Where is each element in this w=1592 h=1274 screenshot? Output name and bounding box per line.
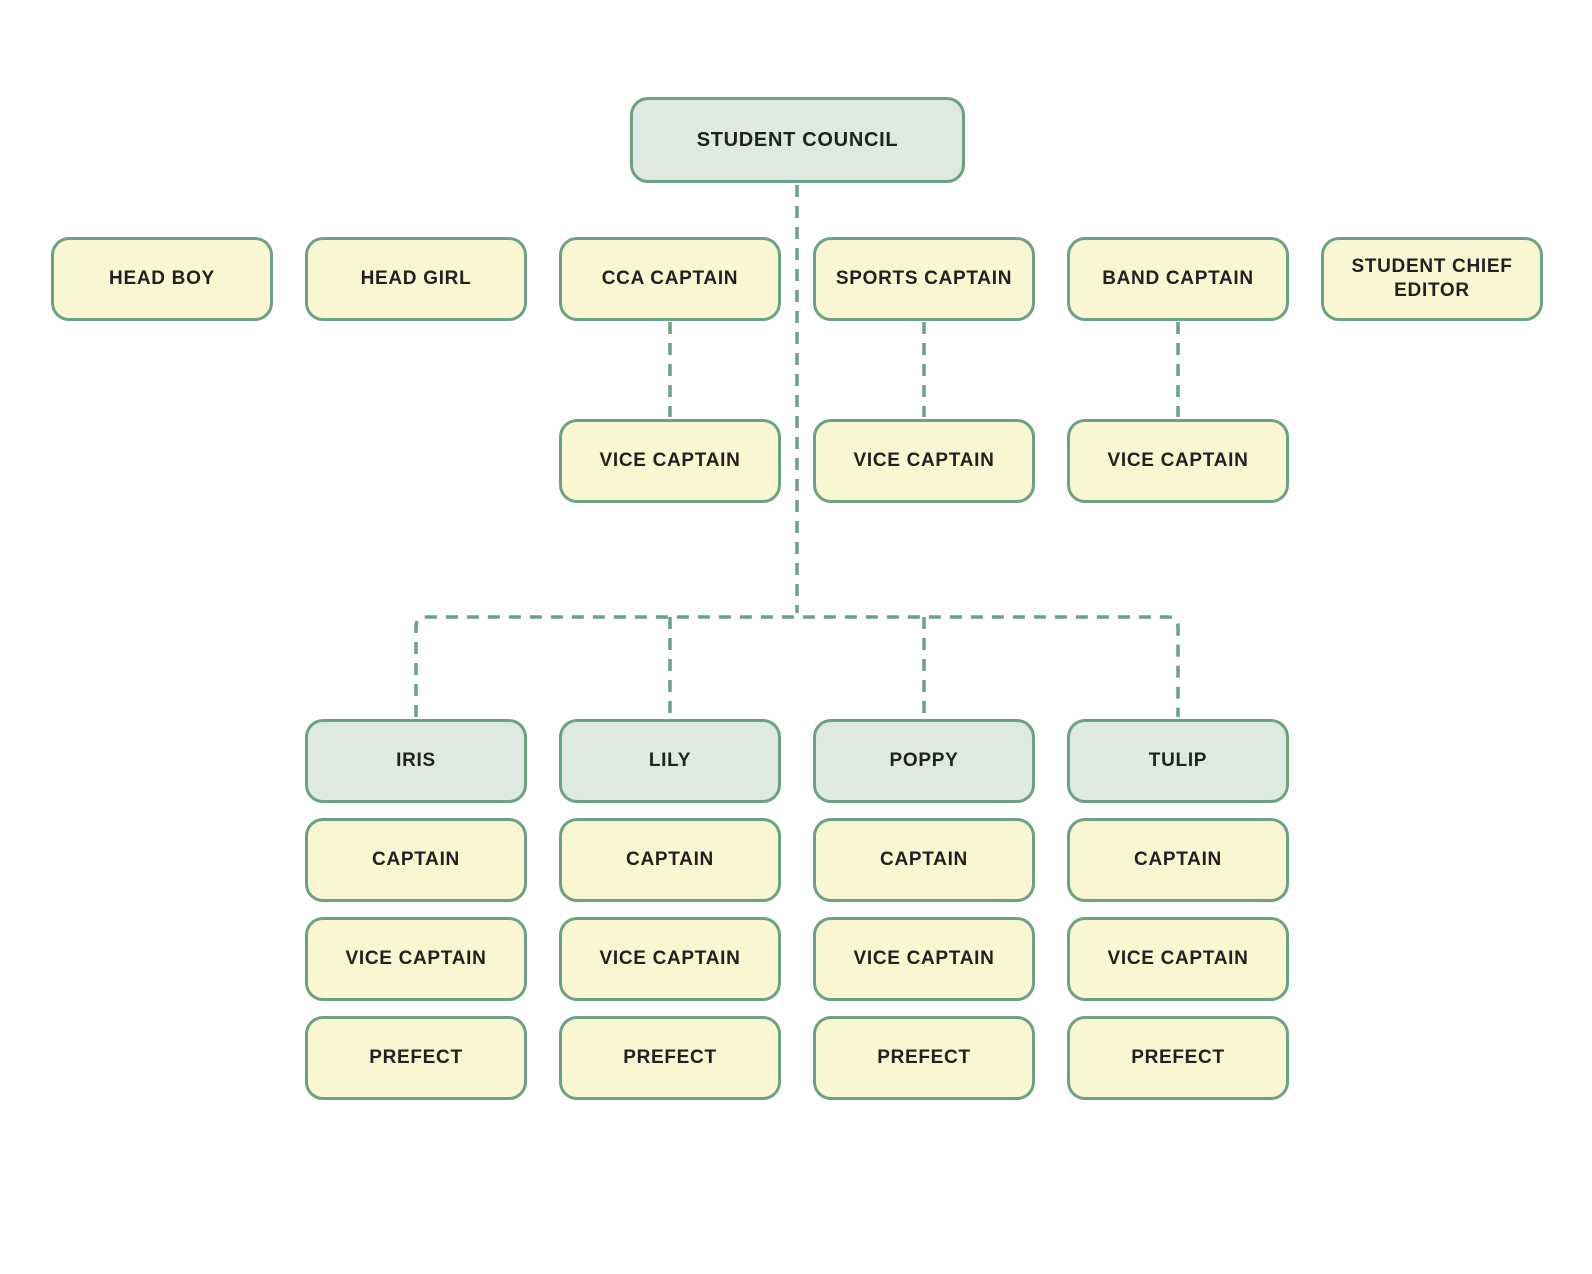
node-lily-vice-captain: VICE CAPTAIN [559,917,781,1001]
node-iris-vice-captain: VICE CAPTAIN [305,917,527,1001]
node-tulip-vice-captain: VICE CAPTAIN [1067,917,1289,1001]
node-house-poppy: POPPY [813,719,1035,803]
node-house-tulip: TULIP [1067,719,1289,803]
node-tulip-prefect: PREFECT [1067,1016,1289,1100]
node-house-lily: LILY [559,719,781,803]
connector-house-rail [414,615,1180,717]
node-sports-captain: SPORTS CAPTAIN [813,237,1035,321]
node-lily-captain: CAPTAIN [559,818,781,902]
node-iris-prefect: PREFECT [305,1016,527,1100]
node-lily-prefect: PREFECT [559,1016,781,1100]
node-tulip-captain: CAPTAIN [1067,818,1289,902]
node-poppy-captain: CAPTAIN [813,818,1035,902]
node-student-council: STUDENT COUNCIL [630,97,965,183]
node-iris-captain: CAPTAIN [305,818,527,902]
node-poppy-vice-captain: VICE CAPTAIN [813,917,1035,1001]
node-band-captain: BAND CAPTAIN [1067,237,1289,321]
node-sports-vice-captain: VICE CAPTAIN [813,419,1035,503]
node-poppy-prefect: PREFECT [813,1016,1035,1100]
node-head-girl: HEAD GIRL [305,237,527,321]
node-cca-captain: CCA CAPTAIN [559,237,781,321]
node-house-iris: IRIS [305,719,527,803]
node-band-vice-captain: VICE CAPTAIN [1067,419,1289,503]
node-cca-vice-captain: VICE CAPTAIN [559,419,781,503]
node-head-boy: HEAD BOY [51,237,273,321]
node-student-chief-editor: STUDENT CHIEF EDITOR [1321,237,1543,321]
